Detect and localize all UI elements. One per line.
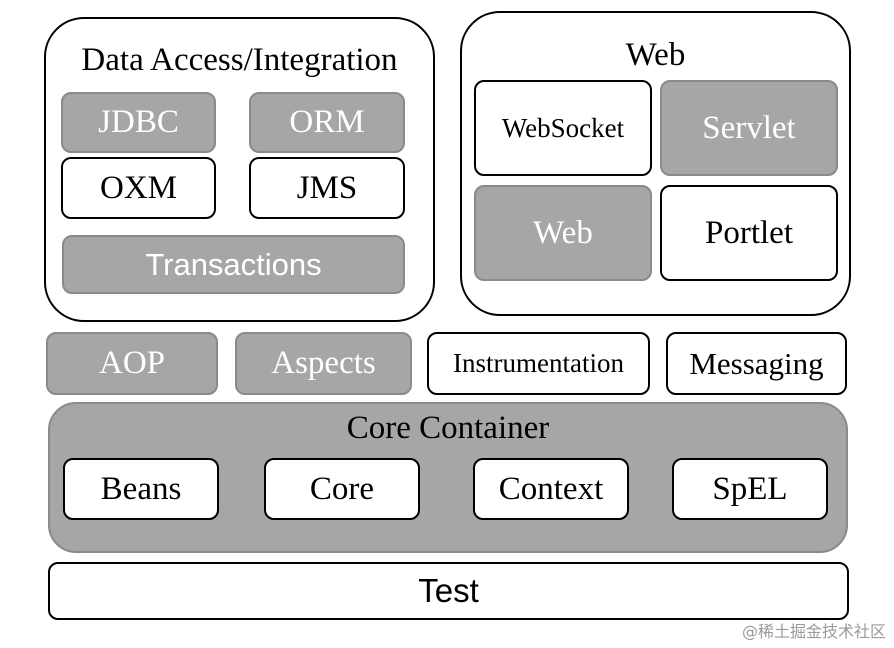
aop-module: AOP xyxy=(46,332,218,395)
web-title: Web xyxy=(625,37,686,73)
servlet-module: Servlet xyxy=(660,80,838,176)
oxm-module: OXM xyxy=(61,157,216,219)
data-access-integration-title: Data Access/Integration xyxy=(81,42,398,78)
context-module: Context xyxy=(473,458,629,520)
transactions-module: Transactions xyxy=(62,235,405,294)
aspects-module: Aspects xyxy=(235,332,412,395)
core-container-title: Core Container xyxy=(346,410,550,446)
jdbc-module: JDBC xyxy=(61,92,216,153)
jms-module: JMS xyxy=(249,157,405,219)
watermark: @稀土掘金技术社区 xyxy=(741,622,886,641)
spel-module: SpEL xyxy=(672,458,828,520)
messaging-module: Messaging xyxy=(666,332,847,395)
websocket-module: WebSocket xyxy=(474,80,652,176)
test-module: Test xyxy=(48,562,849,620)
portlet-module: Portlet xyxy=(660,185,838,281)
beans-module: Beans xyxy=(63,458,219,520)
core-module: Core xyxy=(264,458,420,520)
orm-module: ORM xyxy=(249,92,405,153)
instrumentation-module: Instrumentation xyxy=(427,332,650,395)
web-module: Web xyxy=(474,185,652,281)
